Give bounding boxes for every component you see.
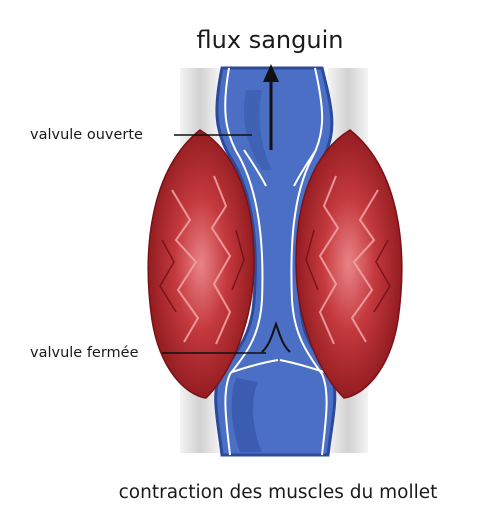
diagram-title: flux sanguin xyxy=(196,26,344,54)
closed-valve-label: valvule fermée xyxy=(30,345,139,361)
closed-valve xyxy=(231,321,325,373)
diagram-caption: contraction des muscles du mollet xyxy=(118,482,438,503)
blood-flow-arrow xyxy=(263,64,279,150)
left-calf-muscle xyxy=(147,129,255,399)
right-calf-muscle xyxy=(295,129,403,399)
leader-lines xyxy=(162,134,266,354)
open-valve-label: valvule ouverte xyxy=(30,127,143,143)
open-valve xyxy=(243,149,317,187)
vein xyxy=(214,66,337,457)
